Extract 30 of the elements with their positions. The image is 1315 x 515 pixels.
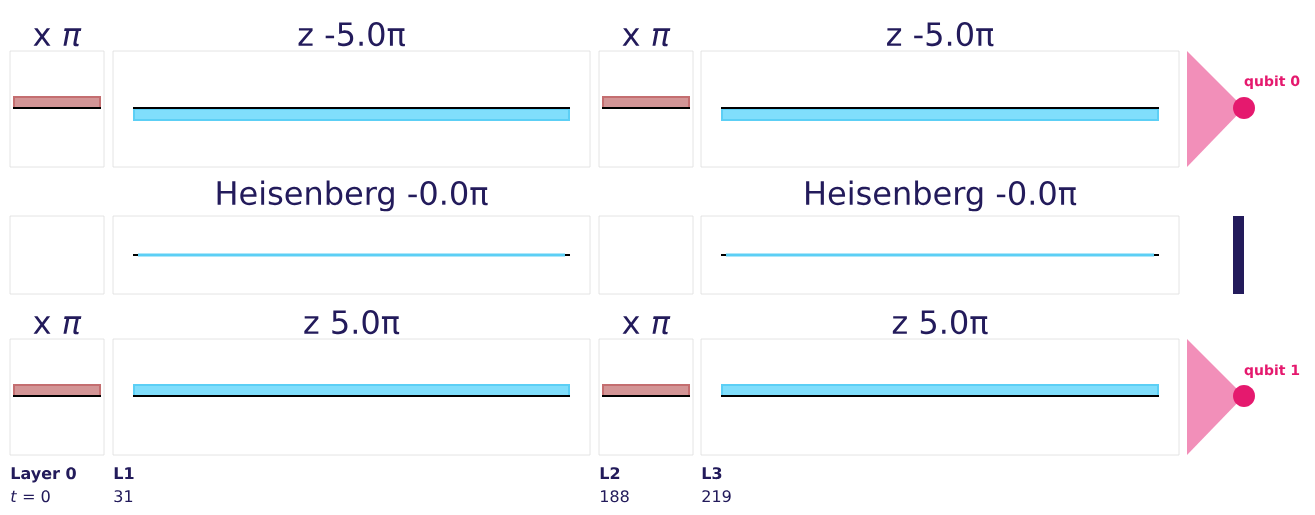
node-label: z -5.0π (298, 21, 405, 47)
plot-panel: x π (9, 28, 105, 168)
plot-panel: Heisenberg -0.0π (700, 180, 1180, 295)
plot-panel: x π (598, 28, 694, 168)
node-label: z 5.0π (304, 309, 400, 335)
plot-panel: x π (9, 316, 105, 456)
time-label: 188 (601, 490, 629, 503)
node-label: x π (622, 316, 671, 335)
plot-panel: z 5.0π (700, 309, 1180, 456)
time-label: 219 (702, 490, 731, 503)
plot-panel: z -5.0π (112, 21, 591, 168)
node-label: Heisenberg -0.0π (217, 180, 488, 212)
time-label: t = 0 (11, 490, 50, 503)
node-label: x π (622, 28, 671, 47)
node-label: z -5.0π (887, 21, 994, 47)
node-label: Heisenberg -0.0π (806, 180, 1077, 212)
plot-panel: z 5.0π (112, 309, 591, 456)
qubit-label: qubit 0 (1244, 75, 1300, 89)
node-label: z 5.0π (892, 309, 988, 335)
layer-label: L1 (114, 467, 134, 479)
plot-panel: Heisenberg -0.0π (112, 180, 591, 295)
time-label: 31 (114, 490, 133, 503)
layer-label: L2 (600, 467, 620, 479)
node-label: x π (33, 316, 82, 335)
qubit-label: qubit 1 (1244, 364, 1300, 378)
layer-label: Layer 0 (11, 467, 76, 483)
node-label: x π (33, 28, 82, 47)
plot-panel: z -5.0π (700, 21, 1180, 168)
plot-panel: x π (598, 316, 694, 456)
layer-label: L3 (702, 467, 722, 480)
